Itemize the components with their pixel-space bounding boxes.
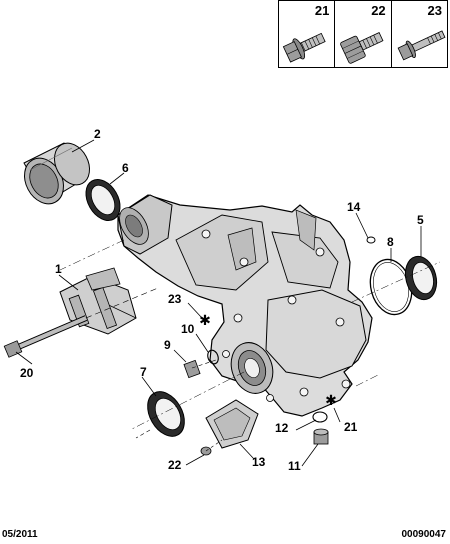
callout-11: 11 — [288, 459, 301, 473]
callout-23: 23 — [168, 292, 182, 306]
star-marker-23: ✱ — [199, 313, 211, 329]
leader-lines — [15, 139, 422, 467]
callout-2: 2 — [94, 127, 101, 141]
part-20-bolt — [3, 287, 159, 358]
part-14-clip — [366, 236, 376, 244]
callout-7: 7 — [140, 365, 147, 379]
callout-12: 12 — [275, 421, 289, 435]
part-10-washer — [207, 349, 219, 365]
part-7-seal — [135, 391, 185, 439]
callout-1: 1 — [55, 262, 62, 276]
transfer-case-housing — [117, 194, 373, 417]
callout-14: 14 — [347, 200, 361, 214]
footer-reference: 00090047 — [401, 529, 447, 540]
part-22-bolt — [200, 439, 223, 456]
part-9-plug — [183, 359, 217, 379]
callout-22: 22 — [168, 458, 182, 472]
callout-8: 8 — [387, 235, 394, 249]
long-bolt-icon — [397, 30, 446, 61]
callout-9: 9 — [164, 338, 171, 352]
hex-bolt-icon — [340, 32, 384, 64]
part-6-seal — [85, 179, 121, 221]
flange-bolt-icon — [282, 32, 326, 63]
legend-cell-23: 23 — [392, 1, 447, 67]
callout-20: 20 — [20, 366, 34, 380]
part-12-washer — [312, 411, 328, 423]
star-marker-21: ✱ — [325, 393, 337, 409]
callout-5: 5 — [417, 213, 424, 227]
legend-number-21: 21 — [314, 3, 330, 18]
fastener-legend: 21 22 — [278, 0, 448, 68]
part-5-seal — [404, 255, 438, 301]
callout-21: 21 — [344, 420, 358, 434]
part-13-cover — [205, 399, 259, 449]
legend-number-22: 22 — [371, 3, 386, 18]
footer-date: 05/2011 — [2, 529, 38, 540]
legend-number-23: 23 — [427, 3, 442, 18]
callout-13: 13 — [252, 455, 266, 469]
legend-cell-21: 21 — [279, 1, 336, 67]
callout-6: 6 — [122, 161, 129, 175]
legend-cell-22: 22 — [335, 1, 392, 67]
part-11-plug — [313, 428, 329, 445]
part-2-sleeve — [23, 142, 91, 205]
callout-10: 10 — [181, 322, 195, 336]
